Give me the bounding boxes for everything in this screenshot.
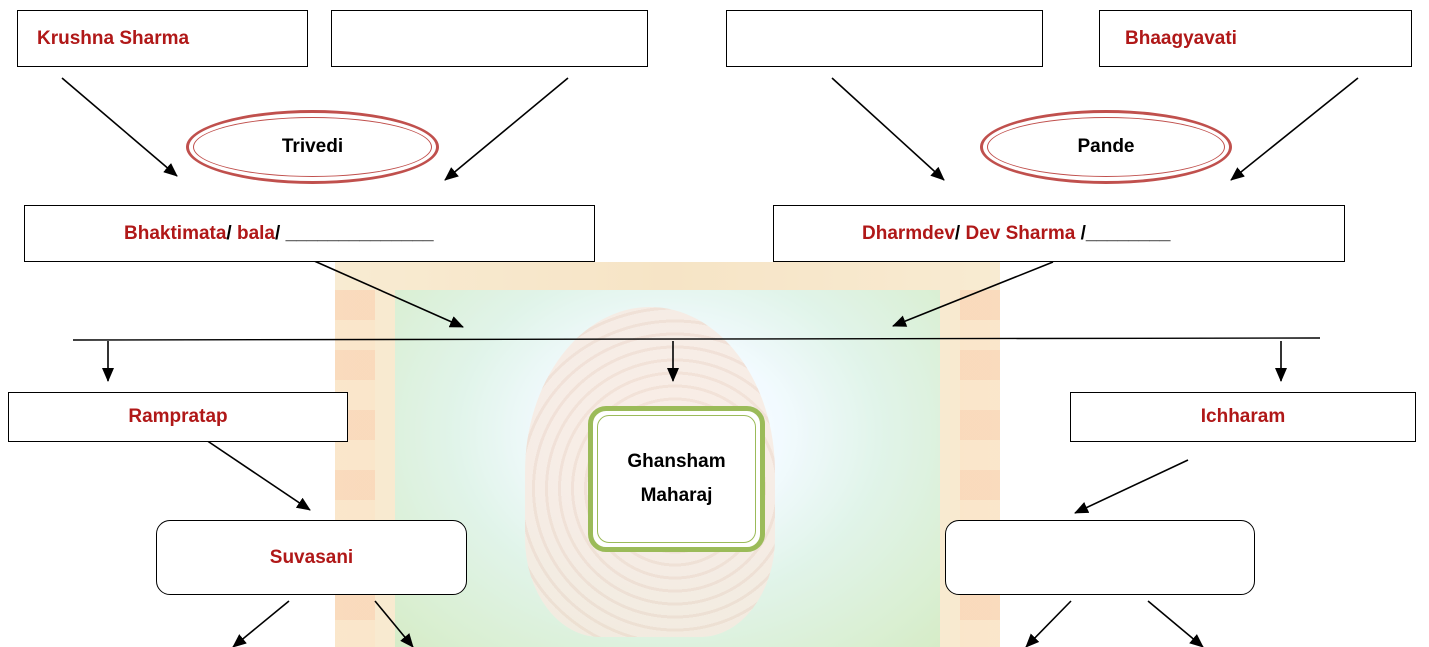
mother-name-blank[interactable]: ______________ [285, 222, 434, 244]
arrow-spouse-child-1 [1025, 600, 1072, 647]
spouse-left-box: Suvasani [156, 520, 467, 595]
grandfather-maternal-name: Krushna Sharma [37, 27, 190, 49]
mother-name-2: bala [236, 222, 276, 244]
arrow-mother-to-family [311, 259, 464, 328]
arrow-suvasani-child-1 [232, 600, 290, 647]
family-line [72, 337, 1321, 341]
child-right-name: Ichharam [1200, 406, 1286, 427]
spouse-right-box[interactable] [945, 520, 1255, 595]
father-separator-1: / [954, 222, 966, 244]
arrow-ichharam-to-spouse [1074, 459, 1189, 514]
mother-name-1: Bhaktimata [124, 222, 227, 244]
arrow-rampratap-to-suvasani [205, 439, 311, 511]
surname-right: Pande [1077, 136, 1135, 157]
grandmother-paternal-box: Bhaagyavati [1099, 10, 1412, 67]
grandfather-paternal-box[interactable] [726, 10, 1043, 67]
arrow-father-to-family [892, 261, 1054, 327]
arrow-box2-to-mother [444, 77, 569, 181]
child-right-box: Ichharam [1070, 392, 1416, 442]
father-name-1: Dharmdev [862, 222, 955, 244]
arrow-spouse-child-2 [1147, 600, 1204, 647]
surname-oval-left: Trivedi [186, 110, 439, 184]
arrow-box3-to-father [831, 77, 945, 181]
center-child-name-line1: Ghansham [627, 451, 726, 472]
father-name-2: Dev Sharma [965, 222, 1076, 244]
center-child-name-line2: Maharaj [640, 485, 713, 506]
grandmother-paternal-name: Bhaagyavati [1125, 27, 1237, 49]
grandfather-maternal-box: Krushna Sharma [17, 10, 308, 67]
arrow-bhaagyavati-to-father [1230, 77, 1359, 181]
grandmother-maternal-box[interactable] [331, 10, 648, 67]
father-separator-2: / [1075, 222, 1086, 244]
child-left-box: Rampratap [8, 392, 348, 442]
child-left-name: Rampratap [128, 406, 228, 427]
center-child-box: Ghansham Maharaj [588, 406, 765, 552]
mother-box: Bhaktimata/ bala/ ______________ [24, 205, 595, 262]
arrow-suvasani-child-2 [374, 600, 414, 647]
surname-oval-right: Pande [980, 110, 1232, 184]
father-name-blank[interactable]: ________ [1085, 222, 1171, 244]
arrow-krushna-to-mother [61, 77, 178, 177]
surname-left: Trivedi [281, 136, 344, 157]
spouse-left-name: Suvasani [269, 546, 354, 568]
father-box: Dharmdev/ Dev Sharma /________ [773, 205, 1345, 262]
mother-separator-1: / [226, 222, 237, 244]
mother-separator-2: / [275, 222, 286, 244]
